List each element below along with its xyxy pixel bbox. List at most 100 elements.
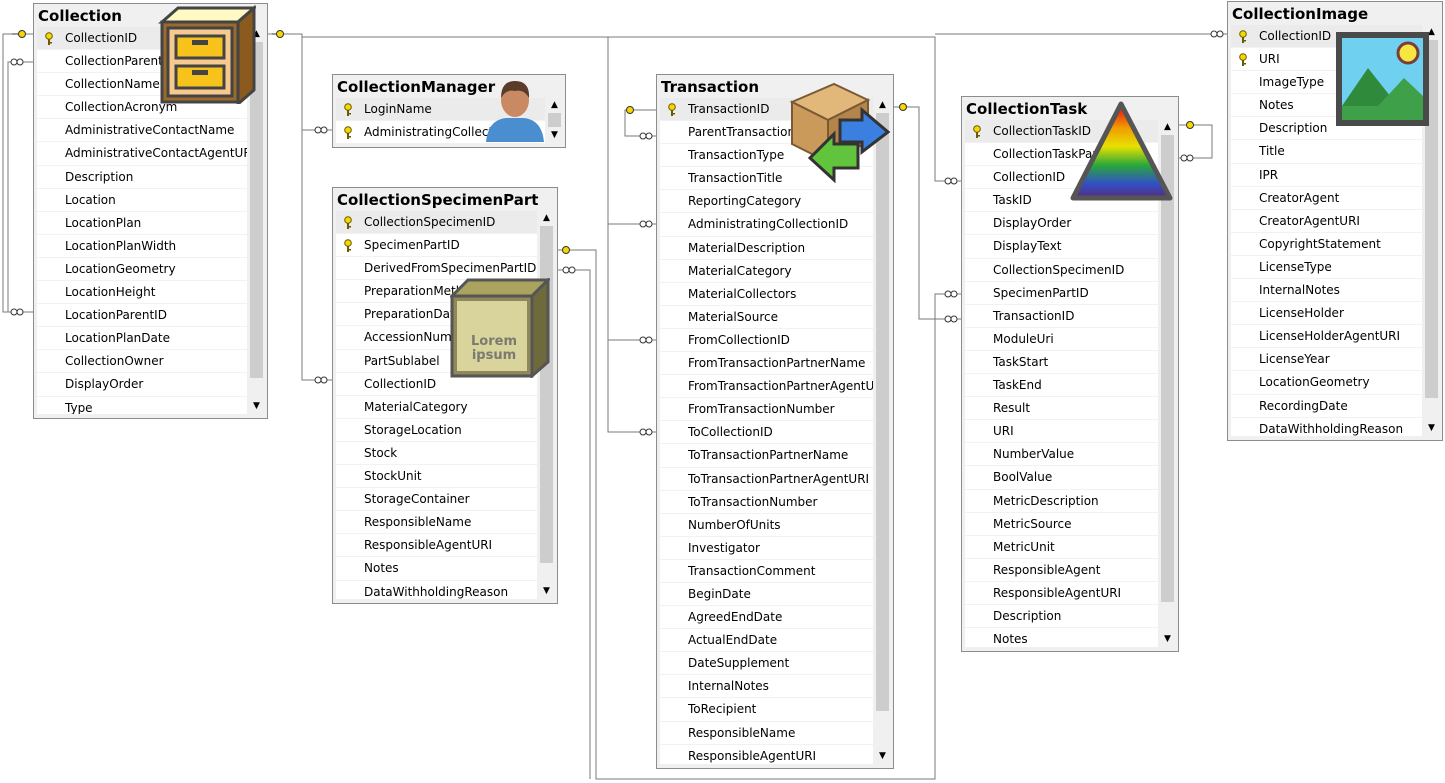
column-row[interactable]: FromTransactionPartnerAgentURI bbox=[660, 375, 873, 399]
vertical-scrollbar[interactable]: ▲▼ bbox=[1160, 120, 1175, 647]
column-row[interactable]: BeginDate bbox=[660, 583, 873, 607]
column-row[interactable]: PreparationMethod bbox=[336, 280, 537, 304]
column-row[interactable]: AccessionNumber bbox=[336, 326, 537, 350]
column-row[interactable]: LocationPlan bbox=[37, 212, 247, 235]
column-row[interactable]: ResponsibleAgentURI bbox=[660, 745, 873, 764]
column-row[interactable]: ToTransactionPartnerName bbox=[660, 444, 873, 468]
column-row[interactable]: TransactionTitle bbox=[660, 167, 873, 191]
column-row[interactable]: TaskEnd bbox=[965, 374, 1158, 398]
scrollbar-thumb[interactable] bbox=[540, 226, 553, 563]
column-row[interactable]: MetricUnit bbox=[965, 536, 1158, 559]
column-row[interactable]: CollectionAcronym bbox=[37, 96, 247, 120]
column-row[interactable]: MaterialCategory bbox=[336, 396, 537, 419]
column-row[interactable]: DisplayText bbox=[965, 235, 1158, 259]
column-row[interactable]: PartSublabel bbox=[336, 350, 537, 373]
scrollbar-thumb[interactable] bbox=[250, 42, 263, 378]
column-row[interactable]: DisplayOrder bbox=[965, 212, 1158, 236]
column-row[interactable]: LocationGeometry bbox=[37, 258, 247, 282]
column-row[interactable]: AdministrativeContactName bbox=[37, 119, 247, 143]
column-row[interactable]: Notes bbox=[965, 628, 1158, 647]
column-row[interactable]: MaterialCategory bbox=[660, 260, 873, 283]
column-row[interactable]: ResponsibleName bbox=[336, 511, 537, 535]
column-row[interactable]: Description bbox=[37, 166, 247, 189]
column-row[interactable]: StorageContainer bbox=[336, 488, 537, 512]
scroll-down-icon[interactable]: ▼ bbox=[551, 130, 558, 140]
scroll-up-icon[interactable]: ▲ bbox=[253, 29, 260, 39]
column-row[interactable]: TransactionComment bbox=[660, 560, 873, 583]
scroll-up-icon[interactable]: ▲ bbox=[1164, 122, 1171, 132]
scroll-down-icon[interactable]: ▼ bbox=[253, 401, 260, 411]
column-row[interactable]: ActualEndDate bbox=[660, 629, 873, 653]
column-row[interactable]: CopyrightStatement bbox=[1231, 233, 1422, 256]
column-row[interactable]: LocationPlanWidth bbox=[37, 235, 247, 258]
column-row[interactable]: FromTransactionPartnerName bbox=[660, 352, 873, 376]
column-row[interactable]: Stock bbox=[336, 442, 537, 466]
column-row[interactable]: ModuleUri bbox=[965, 328, 1158, 351]
column-row[interactable]: MaterialDescription bbox=[660, 237, 873, 260]
column-row[interactable]: RecordingDate bbox=[1231, 395, 1422, 418]
column-row[interactable]: Description bbox=[965, 605, 1158, 629]
column-row[interactable]: MaterialSource bbox=[660, 306, 873, 329]
column-row[interactable]: DataWithholdingReason bbox=[1231, 418, 1422, 436]
column-row[interactable]: Notes bbox=[336, 557, 537, 581]
scroll-up-icon[interactable]: ▲ bbox=[879, 100, 886, 110]
column-row[interactable]: MaterialCollectors bbox=[660, 283, 873, 306]
scroll-down-icon[interactable]: ▼ bbox=[1164, 634, 1171, 644]
scroll-down-icon[interactable]: ▼ bbox=[543, 586, 550, 596]
column-row[interactable]: IPR bbox=[1231, 164, 1422, 187]
column-row[interactable]: InternalNotes bbox=[1231, 279, 1422, 303]
column-row[interactable]: Investigator bbox=[660, 537, 873, 560]
column-row[interactable]: MetricSource bbox=[965, 513, 1158, 536]
column-row[interactable]: TaskStart bbox=[965, 351, 1158, 375]
column-row[interactable]: CollectionID bbox=[336, 373, 537, 396]
column-row[interactable]: InternalNotes bbox=[660, 675, 873, 699]
column-row[interactable]: URI bbox=[1231, 48, 1422, 72]
column-row[interactable]: AdministrativeContactAgentURI bbox=[37, 142, 247, 166]
column-row[interactable]: CollectionParentID bbox=[37, 50, 247, 74]
column-row[interactable]: LicenseHolderAgentURI bbox=[1231, 325, 1422, 349]
column-row[interactable]: LicenseType bbox=[1231, 256, 1422, 280]
column-row[interactable]: NumberValue bbox=[965, 443, 1158, 467]
column-row[interactable]: LoginName bbox=[336, 98, 545, 122]
column-row[interactable]: ParentTransactionID bbox=[660, 121, 873, 145]
column-row[interactable]: CollectionID bbox=[965, 166, 1158, 190]
scrollbar-thumb[interactable] bbox=[876, 113, 889, 711]
column-row[interactable]: ImageType bbox=[1231, 71, 1422, 95]
scroll-up-icon[interactable]: ▲ bbox=[543, 213, 550, 223]
scrollbar-thumb[interactable] bbox=[1425, 40, 1438, 399]
column-row[interactable]: LocationParentID bbox=[37, 304, 247, 328]
column-row[interactable]: ReportingCategory bbox=[660, 190, 873, 214]
column-row[interactable]: SpecimenPartID bbox=[336, 234, 537, 258]
column-row[interactable]: Notes bbox=[1231, 94, 1422, 118]
column-row[interactable]: FromTransactionNumber bbox=[660, 398, 873, 422]
column-row[interactable]: DisplayOrder bbox=[37, 373, 247, 397]
column-row[interactable]: URI bbox=[965, 420, 1158, 444]
scroll-down-icon[interactable]: ▼ bbox=[1428, 423, 1435, 433]
column-row[interactable]: Description bbox=[1231, 117, 1422, 141]
column-row[interactable]: SpecimenPartID bbox=[965, 282, 1158, 305]
column-row[interactable]: ToRecipient bbox=[660, 698, 873, 722]
vertical-scrollbar[interactable]: ▲▼ bbox=[547, 98, 562, 143]
column-row[interactable]: ToTransactionNumber bbox=[660, 491, 873, 514]
column-row[interactable]: TaskID bbox=[965, 189, 1158, 213]
column-row[interactable]: CollectionSpecimenID bbox=[965, 259, 1158, 282]
column-row[interactable]: AdministratingCollectionID bbox=[336, 121, 545, 143]
column-row[interactable]: ResponsibleAgentURI bbox=[965, 582, 1158, 605]
column-row[interactable]: DerivedFromSpecimenPartID bbox=[336, 257, 537, 281]
vertical-scrollbar[interactable]: ▲▼ bbox=[875, 98, 890, 764]
vertical-scrollbar[interactable]: ▲▼ bbox=[249, 27, 264, 414]
column-row[interactable]: LicenseYear bbox=[1231, 348, 1422, 372]
column-row[interactable]: LicenseHolder bbox=[1231, 302, 1422, 326]
column-row[interactable]: CollectionOwner bbox=[37, 350, 247, 374]
scrollbar-thumb[interactable] bbox=[548, 113, 561, 128]
column-row[interactable]: LocationHeight bbox=[37, 281, 247, 305]
column-row[interactable]: DataWithholdingReason bbox=[336, 581, 537, 600]
column-row[interactable]: LocationPlanDate bbox=[37, 327, 247, 351]
column-row[interactable]: BoolValue bbox=[965, 466, 1158, 490]
column-row[interactable]: Location bbox=[37, 189, 247, 212]
